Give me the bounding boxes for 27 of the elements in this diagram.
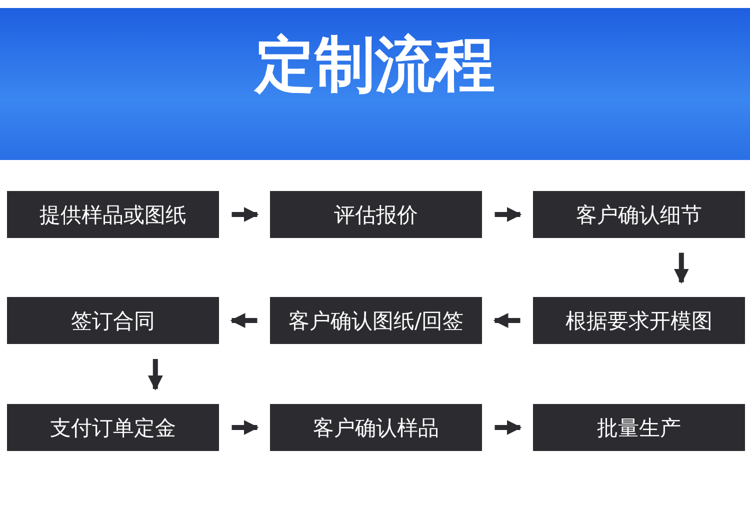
process-box [533, 297, 745, 344]
process-box [270, 191, 482, 238]
title: 定制流程 [252, 30, 496, 100]
arrow [494, 420, 522, 435]
step-label: 客户确认样品 [313, 414, 439, 442]
process-box [7, 297, 219, 344]
step-label: 根据要求开模图 [566, 308, 712, 334]
process-box [533, 191, 745, 238]
arrow [494, 207, 522, 222]
arrow [232, 207, 259, 222]
process-box [533, 404, 745, 451]
step-label: 客户确认图纸/回签 [288, 308, 464, 334]
process-box [7, 404, 219, 451]
arrow [148, 359, 163, 390]
arrow [230, 313, 258, 328]
process-box [7, 191, 219, 238]
arrow [674, 252, 689, 284]
step-label: 评估报价 [334, 202, 418, 228]
step-label: 批量生产 [597, 414, 681, 442]
arrow [232, 420, 259, 435]
step-label: 支付订单定金 [50, 414, 176, 442]
step-label: 提供样品或图纸 [40, 202, 186, 228]
process-box [270, 297, 482, 344]
step-label: 签订合同 [71, 308, 155, 334]
process-box [270, 404, 482, 451]
arrow [493, 313, 520, 328]
step-label: 客户确认细节 [576, 202, 702, 228]
